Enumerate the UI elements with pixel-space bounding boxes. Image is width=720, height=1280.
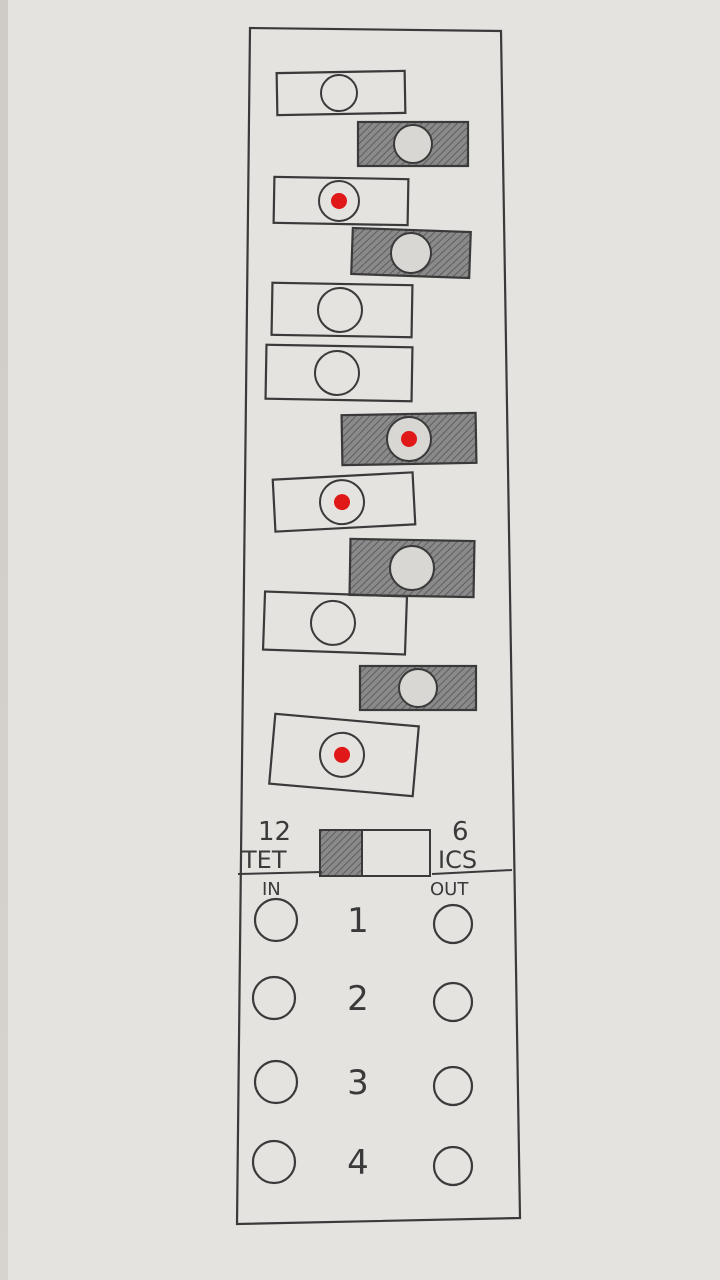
key-button-circle[interactable] [318,179,361,222]
output-jack-1[interactable] [432,903,474,945]
white-key-10[interactable] [261,590,409,656]
key-rect[interactable] [271,471,417,533]
switch-knob[interactable] [319,829,363,877]
key-rect[interactable] [275,69,407,117]
key-button-circle[interactable] [319,479,366,526]
output-jack-4[interactable] [432,1145,474,1187]
key-button-circle[interactable] [393,124,433,164]
label-out: OUT [430,879,469,900]
channel-number-2: 2 [347,979,369,1019]
key-rect[interactable] [272,175,410,227]
black-key-9[interactable] [348,537,476,599]
led-indicator [334,494,351,511]
black-key-4[interactable] [350,226,472,280]
white-key-3[interactable] [272,175,410,227]
label-12: 12 [258,817,291,847]
key-rect[interactable] [268,712,420,798]
input-jack-3[interactable] [253,1059,299,1105]
key-button-circle[interactable] [390,232,432,274]
label-ics: ICS [438,846,477,874]
white-key-1[interactable] [275,69,407,117]
input-jack-1[interactable] [253,897,299,943]
keys-group [261,69,478,798]
led-indicator [331,192,348,209]
led-indicator [401,431,417,447]
label-tet-underline [237,871,323,875]
white-key-12[interactable] [268,712,420,798]
label-6: 6 [452,817,469,847]
key-button-circle[interactable] [310,599,357,646]
white-key-6[interactable] [264,343,414,403]
black-key-2[interactable] [356,120,470,168]
key-button-circle[interactable] [314,349,361,396]
label-in: IN [262,879,281,900]
key-button-circle[interactable] [320,74,359,113]
output-jack-3[interactable] [432,1065,474,1107]
mode-switch[interactable] [319,829,431,877]
key-button-circle[interactable] [317,286,364,333]
input-jack-2[interactable] [251,975,297,1021]
channel-number-4: 4 [347,1143,369,1183]
jacks-group: 1 2 3 4 [251,897,474,1187]
key-rect[interactable] [264,343,414,403]
label-tet: TET [241,846,287,874]
panel-outline [235,26,522,1226]
input-jack-4[interactable] [251,1139,297,1185]
channel-number-3: 3 [347,1063,369,1103]
key-rect[interactable] [261,590,409,656]
led-indicator [334,746,351,763]
paper-sheet [8,0,720,1280]
key-button-circle[interactable] [318,731,366,779]
white-key-5[interactable] [270,281,414,339]
black-key-11[interactable] [358,664,478,712]
channel-number-1: 1 [347,901,369,941]
white-key-8[interactable] [271,471,417,533]
label-ics-underline [431,869,513,875]
key-rect[interactable] [270,281,414,339]
key-button-circle[interactable] [398,668,438,708]
key-button-circle[interactable] [389,545,435,591]
output-jack-2[interactable] [432,981,474,1023]
black-key-7[interactable] [340,411,478,467]
